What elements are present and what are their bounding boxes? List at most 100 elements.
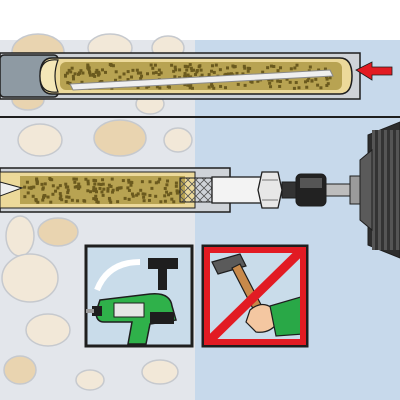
granule — [51, 184, 55, 188]
granule — [111, 188, 115, 192]
granule — [157, 73, 161, 77]
granule — [165, 190, 169, 194]
granule — [64, 182, 68, 186]
granule — [295, 63, 299, 67]
granule — [269, 64, 273, 68]
granule — [190, 69, 194, 73]
granule — [121, 179, 125, 183]
granule — [31, 194, 35, 198]
granule — [314, 77, 318, 81]
granule — [114, 70, 118, 74]
granule — [87, 68, 91, 72]
granule — [94, 70, 98, 74]
granule — [145, 85, 149, 89]
granule — [30, 185, 34, 189]
granule — [97, 182, 101, 186]
granule — [23, 195, 27, 199]
granule — [276, 69, 280, 73]
granule — [78, 185, 82, 189]
granule — [117, 186, 121, 190]
granule-dots-middle — [23, 177, 181, 204]
granule — [197, 65, 201, 69]
granule — [143, 192, 147, 196]
granule — [94, 190, 98, 194]
granule — [149, 63, 153, 67]
granule — [242, 64, 246, 68]
granule — [48, 177, 52, 181]
granule — [71, 74, 75, 78]
granule — [65, 71, 69, 75]
granule — [35, 178, 39, 182]
granule — [58, 192, 62, 196]
granule — [80, 80, 84, 84]
granule — [127, 188, 131, 192]
stone — [5, 215, 35, 257]
granule — [189, 66, 193, 70]
granule — [94, 194, 98, 198]
granule — [107, 196, 111, 200]
granule — [278, 84, 282, 88]
granule — [326, 82, 330, 86]
granule — [41, 198, 45, 202]
granule — [114, 78, 118, 82]
arrow-left-icon — [355, 61, 393, 81]
granule — [194, 72, 198, 76]
granule — [56, 186, 60, 190]
granule — [184, 65, 188, 69]
granule — [64, 73, 68, 77]
granule — [126, 78, 130, 82]
granule — [27, 186, 31, 190]
granule — [159, 200, 163, 204]
granule — [136, 192, 140, 196]
stone — [17, 123, 63, 157]
setting-adapter-neck — [281, 181, 297, 199]
stone — [141, 359, 179, 385]
granule — [294, 81, 298, 85]
granule — [174, 68, 178, 72]
hammer-symbol-icon — [148, 258, 178, 290]
granule — [135, 193, 139, 197]
granule — [82, 199, 86, 203]
granule — [186, 65, 190, 69]
granule — [172, 69, 176, 73]
granule — [246, 69, 250, 73]
granule — [218, 68, 222, 72]
granule — [210, 82, 214, 86]
granule — [170, 63, 174, 67]
granule — [64, 199, 68, 203]
granule — [142, 195, 146, 199]
granule — [96, 200, 100, 204]
granule — [59, 194, 63, 198]
granule — [325, 77, 329, 81]
granule — [109, 63, 113, 67]
granule — [142, 199, 146, 203]
granule — [66, 185, 70, 189]
granule — [148, 193, 152, 197]
stone — [93, 119, 147, 157]
granule — [116, 200, 120, 204]
granule — [153, 63, 157, 67]
granule — [174, 184, 178, 188]
granule — [66, 188, 70, 192]
granule — [248, 67, 252, 71]
stone — [163, 127, 193, 153]
granule — [212, 70, 216, 74]
granule — [293, 66, 297, 70]
granule — [140, 180, 144, 184]
granule — [97, 72, 101, 76]
granule — [297, 86, 301, 90]
granule — [183, 83, 187, 87]
granule — [175, 189, 179, 193]
granule — [210, 69, 214, 73]
granule — [226, 66, 230, 70]
granule — [207, 85, 211, 89]
granule — [26, 191, 30, 195]
granule — [67, 68, 71, 72]
granule — [86, 182, 90, 186]
granule — [307, 76, 311, 80]
granule — [75, 185, 79, 189]
granule — [23, 185, 27, 189]
granule — [35, 180, 39, 184]
granule — [154, 194, 158, 198]
granule — [54, 189, 58, 193]
